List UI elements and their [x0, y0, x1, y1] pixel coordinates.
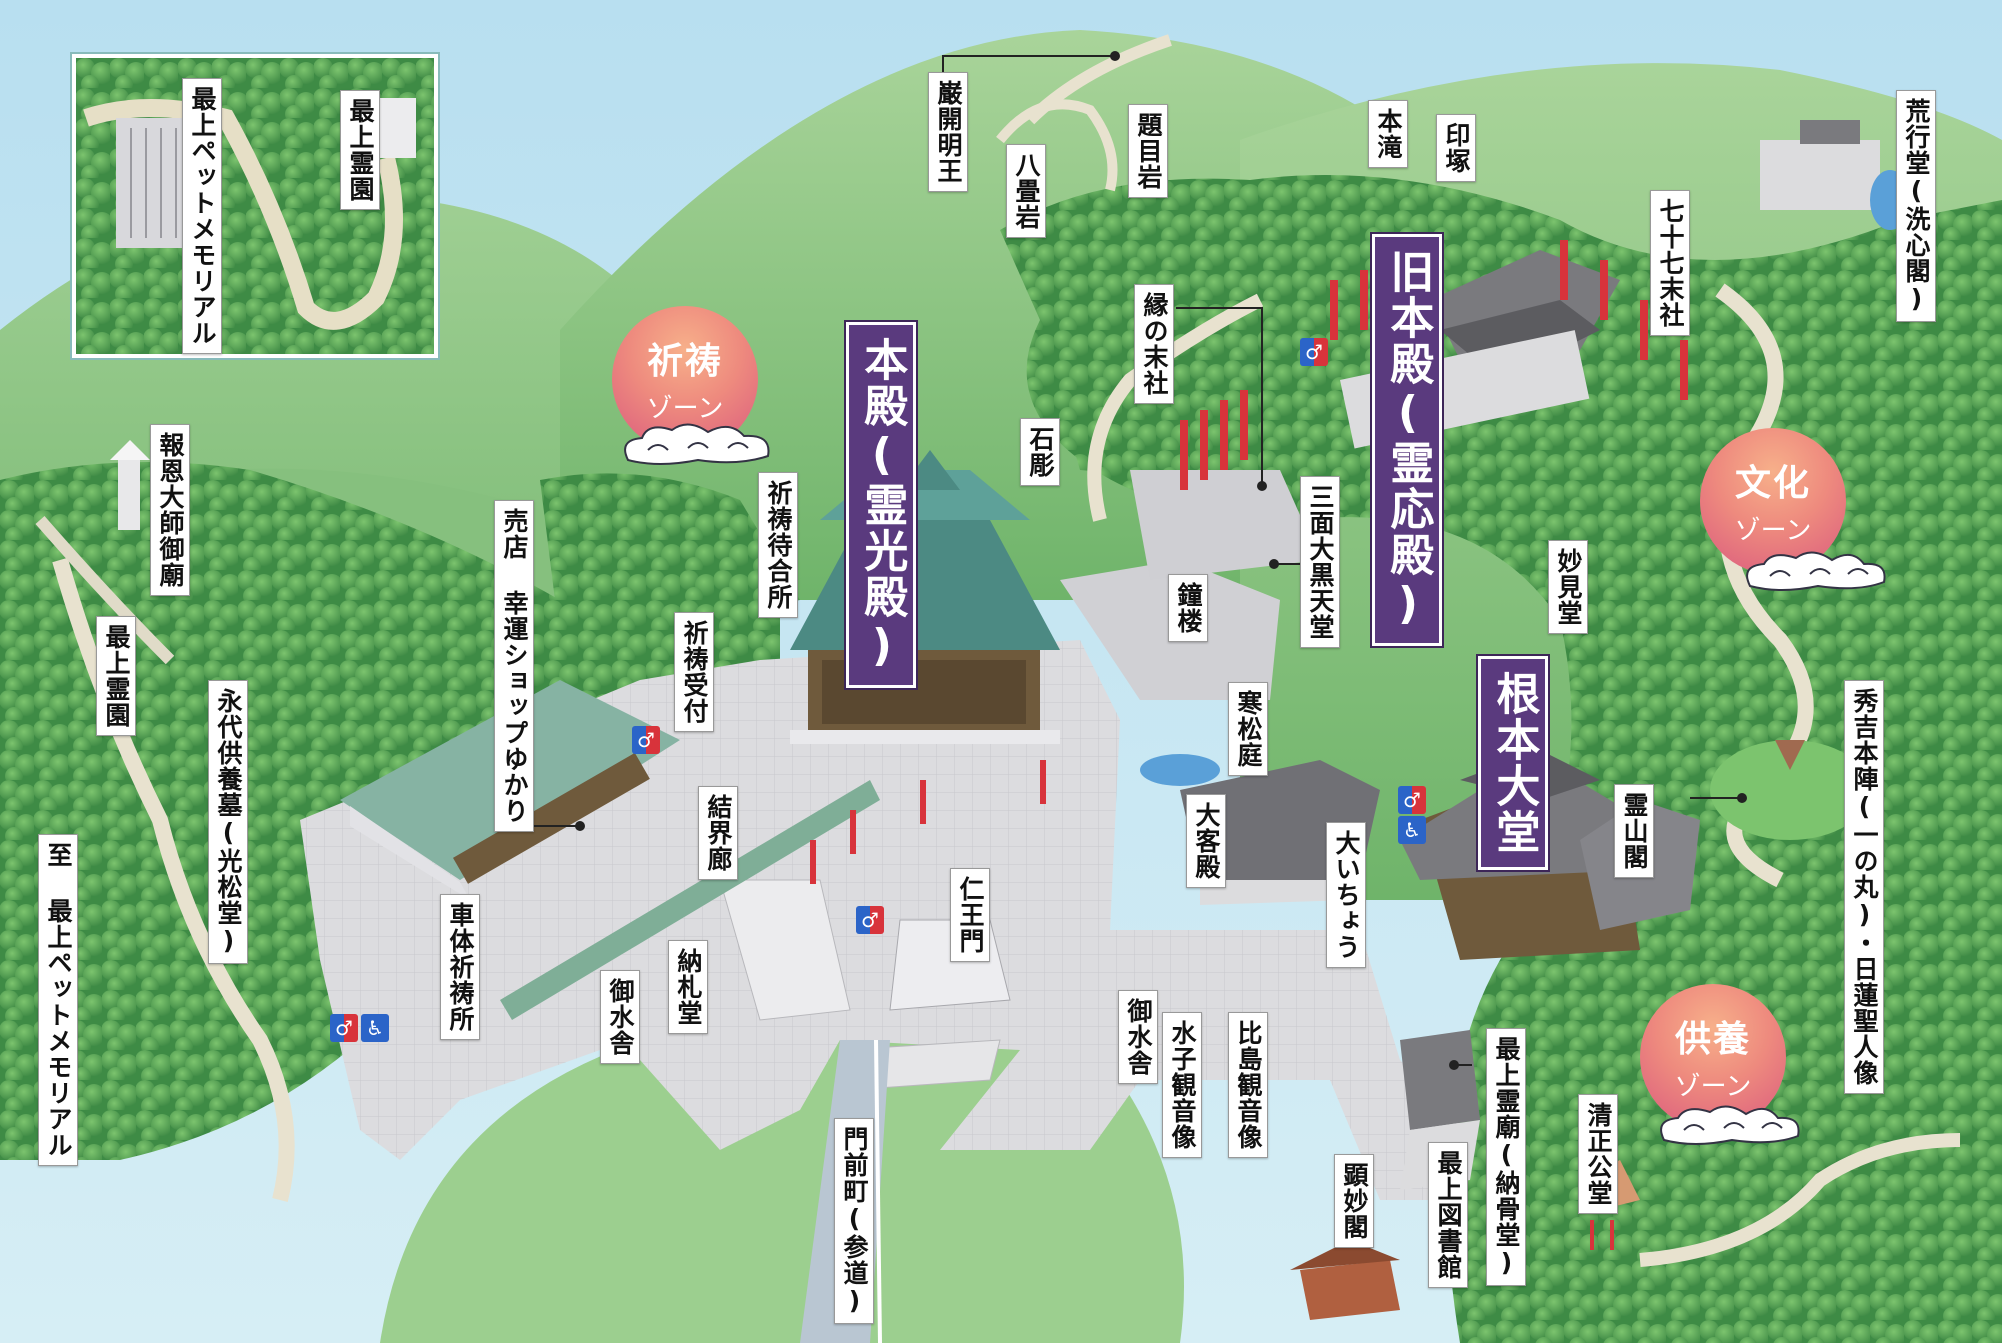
inset-illustration [76, 58, 434, 354]
restroom-icon: ♂ [632, 726, 660, 754]
label-saijo-toshokan: 最上図書館 [1428, 1142, 1468, 1288]
restroom-icon: ♂ [1398, 786, 1426, 814]
label-mizuko-kannon: 水子観音像 [1162, 1012, 1202, 1158]
zone-kito-sub: ゾーン [646, 394, 724, 424]
label-oicho: 大いちょう [1326, 822, 1366, 968]
label-kito-machiaisho: 祈祷待合所 [758, 472, 798, 618]
label-hijima-kannon: 比島観音像 [1228, 1012, 1268, 1158]
label-inzuka: 印塚 [1436, 114, 1476, 182]
label-nosatsudo: 納札堂 [668, 940, 708, 1034]
label-honden: 本殿(霊光殿) [843, 320, 919, 690]
zone-kuyo-badge: 供養 ゾーン [1640, 984, 1786, 1130]
label-konpon-daido: 根本大堂 [1475, 654, 1551, 872]
label-daimoku-iwa: 題目岩 [1128, 104, 1168, 198]
label-taikyakuden: 大客殿 [1186, 794, 1226, 888]
label-hideyoshi-honjin: 秀吉本陣(一の丸)・日蓮聖人像 [1844, 680, 1884, 1094]
label-myokendo: 妙見堂 [1548, 540, 1588, 634]
label-shatai-kitosho: 車体祈祷所 [440, 894, 480, 1040]
inset-map [72, 54, 438, 358]
label-sekicho: 石彫 [1020, 418, 1060, 486]
label-aragyodo: 荒行堂(洗心閣) [1896, 90, 1936, 322]
label-kiyomasa-kodo: 清正公堂 [1578, 1094, 1618, 1214]
label-baiten: 売店 幸運ショップゆかり [494, 500, 534, 832]
label-kyu-honden: 旧本殿(霊応殿) [1369, 232, 1445, 648]
label-omizuya-left: 御水舎 [600, 970, 640, 1064]
label-sanmen-daikokuten: 三面大黒天堂 [1300, 476, 1340, 648]
zone-bunka-badge: 文化 ゾーン [1700, 428, 1846, 574]
cloud-icon [624, 423, 770, 465]
zone-kuyo-title: 供養 [1674, 1018, 1751, 1060]
label-to-saijo-pet: 至 最上ペットメモリアル [38, 834, 78, 1166]
cloud-icon [1746, 551, 1886, 591]
label-saijo-reien-inset: 最上霊園 [340, 90, 380, 210]
label-monzenmachi: 門前町(参道) [834, 1118, 874, 1324]
label-saijo-reien: 最上霊園 [96, 616, 136, 736]
label-kenmyokaku: 顕妙閣 [1334, 1154, 1374, 1248]
restroom-icon: ♂ [1300, 338, 1328, 366]
restroom-icon: ♂ [856, 906, 884, 934]
label-eidai-kuyobo: 永代供養墓(光松堂) [208, 680, 248, 964]
zone-kito-title: 祈祷 [646, 340, 723, 382]
label-shichijushichi-massha: 七十七末社 [1650, 190, 1690, 336]
label-hachijo-iwa: 八畳岩 [1006, 144, 1046, 238]
label-en-no-massha: 縁の末社 [1134, 284, 1174, 404]
label-shoro: 鐘楼 [1168, 574, 1208, 642]
label-hontaki: 本滝 [1368, 100, 1408, 168]
wheelchair-icon: ♿ [1398, 816, 1426, 844]
label-hoon-daishi: 報恩大師御廟 [150, 424, 190, 596]
cloud-icon [1660, 1105, 1800, 1145]
restroom-icon: ♂♿ [330, 1014, 389, 1042]
zone-kuyo-sub: ゾーン [1674, 1072, 1752, 1102]
label-kito-uketsuke: 祈祷受付 [674, 612, 714, 732]
wheelchair-icon: ♿ [361, 1014, 389, 1042]
label-omizuya-center: 御水舎 [1118, 990, 1158, 1084]
label-kanshotei: 寒松庭 [1228, 682, 1268, 776]
label-reizankaku: 霊山閣 [1614, 784, 1654, 878]
label-niomon: 仁王門 [950, 868, 990, 962]
label-saijo-pet-inset: 最上ペットメモリアル [182, 78, 222, 354]
zone-bunka-title: 文化 [1734, 462, 1811, 504]
label-kekkairo: 結界廊 [698, 786, 738, 880]
zone-bunka-sub: ゾーン [1734, 516, 1812, 546]
label-saijo-reibyo: 最上霊廟(納骨堂) [1486, 1028, 1526, 1286]
label-ganka-myoo: 巌開明王 [928, 72, 968, 192]
